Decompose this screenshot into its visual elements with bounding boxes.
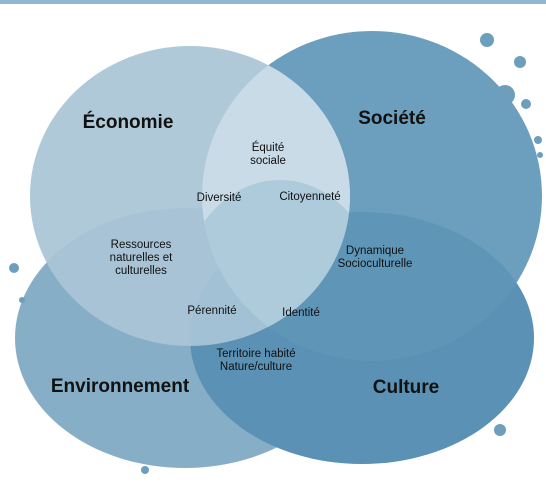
paint-splatter <box>9 33 543 474</box>
label-ressources: Ressources naturelles et culturelles <box>109 239 173 278</box>
label-environnement: Environnement <box>50 376 190 397</box>
label-societe: Société <box>358 108 426 129</box>
label-equite-sociale: Équité sociale <box>250 142 286 168</box>
label-perennite: Pérennité <box>187 305 237 317</box>
lens-central <box>202 180 350 346</box>
label-diversite: Diversité <box>196 192 242 204</box>
top-rule <box>0 0 546 4</box>
label-citoyennete: Citoyenneté <box>279 191 341 203</box>
label-culture: Culture <box>372 377 440 398</box>
label-dynamique: Dynamique Socioculturelle <box>337 245 413 271</box>
label-territoire: Territoire habité Nature/culture <box>216 348 296 374</box>
label-identite: Identité <box>282 307 320 319</box>
label-economie: Économie <box>82 112 174 133</box>
